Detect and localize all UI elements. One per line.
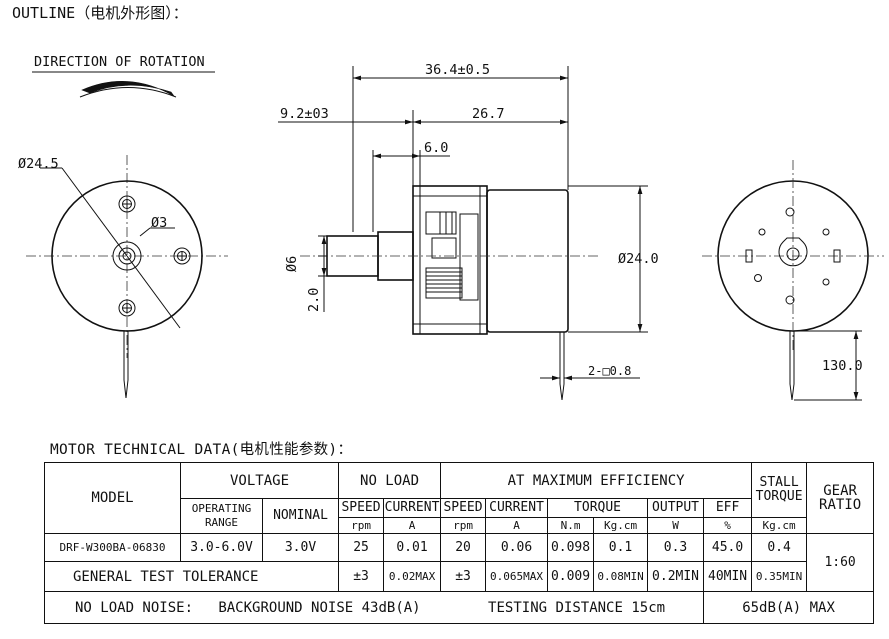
tol-me-speed: ±3: [440, 561, 487, 592]
header-nl-speed: SPEED: [338, 498, 385, 518]
tol-nl-current: 0.02MAX: [383, 561, 442, 592]
motor-spec-table: MODEL VOLTAGE NO LOAD AT MAXIMUM EFFICIE…: [43, 462, 875, 624]
noise-label: NO LOAD NOISE:: [75, 599, 194, 616]
tol-torque-kg: 0.08MIN: [593, 561, 649, 592]
outline-title: OUTLINE（电机外形图）：: [12, 4, 188, 22]
cell-gear-ratio: 1:60: [806, 533, 875, 592]
noise-max: 65dB(A) MAX: [703, 591, 875, 624]
body-diameter-label: Ø24.0: [618, 251, 659, 267]
cell-torque-nm: 0.098: [547, 533, 595, 562]
cell-torque-kg: 0.1: [593, 533, 649, 562]
terminal-size-label: 2-□0.8: [588, 364, 631, 378]
cell-stall: 0.4: [751, 533, 808, 562]
cell-nominal: 3.0V: [261, 533, 340, 562]
header-me-speed: SPEED: [440, 498, 487, 518]
tolerance-label: GENERAL TEST TOLERANCE: [43, 561, 340, 592]
noise-distance: TESTING DISTANCE 15cm: [488, 599, 666, 616]
unit-me-speed: rpm: [440, 517, 487, 534]
tol-eff: 40MIN: [703, 561, 753, 592]
unit-eff: %: [703, 517, 753, 534]
overall-length-label: 36.4±0.5: [425, 62, 490, 78]
shaft-diameter-label: Ø6: [284, 256, 300, 272]
tol-output: 0.2MIN: [647, 561, 705, 592]
tol-stall: 0.35MIN: [751, 561, 808, 592]
motor-outline-drawing: OUTLINE（电机外形图）： DIRECTION OF ROTATION: [12, 4, 884, 401]
front-view: [26, 155, 228, 399]
cell-nl-speed: 25: [338, 533, 385, 562]
screw-icon: [173, 247, 191, 265]
unit-nl-current: A: [383, 517, 442, 534]
header-eff: EFF: [703, 498, 753, 518]
unit-torque-kg: Kg.cm: [593, 517, 649, 534]
noise-row: NO LOAD NOISE: BACKGROUND NOISE 43dB(A) …: [43, 591, 705, 624]
cell-output: 0.3: [647, 533, 705, 562]
screw-icon: [118, 299, 136, 317]
rear-view: [702, 160, 884, 401]
gear-icon: [425, 211, 479, 301]
cell-nl-current: 0.01: [383, 533, 442, 562]
unit-output: W: [647, 517, 705, 534]
header-nl-current: CURRENT: [383, 498, 442, 518]
unit-stall: Kg.cm: [751, 517, 808, 534]
cell-eff: 45.0: [703, 533, 753, 562]
cell-model: DRF-W300BA-06830: [44, 533, 181, 562]
screw-icon: [118, 195, 136, 213]
rotation-arrow-icon: [81, 81, 175, 97]
header-no-load: NO LOAD: [338, 462, 442, 499]
side-view: [278, 66, 648, 401]
unit-me-current: A: [485, 517, 549, 534]
front-diameter-label: Ø24.5: [18, 156, 59, 172]
header-voltage: VOLTAGE: [179, 462, 340, 499]
tech-data-title: MOTOR TECHNICAL DATA(电机性能参数)：: [50, 442, 353, 458]
terminal-length-label: 130.0: [822, 358, 863, 374]
shaft-offset-label: 9.2±03: [280, 106, 329, 122]
unit-nl-speed: rpm: [338, 517, 385, 534]
cell-me-current: 0.06: [485, 533, 549, 562]
body-length-label: 26.7: [472, 106, 505, 122]
shaft-step-label: 2.0: [306, 288, 322, 312]
header-output: OUTPUT: [647, 498, 705, 518]
tol-nl-speed: ±3: [338, 561, 385, 592]
cell-me-speed: 20: [440, 533, 487, 562]
unit-torque-nm: N.m: [547, 517, 595, 534]
noise-background: BACKGROUND NOISE 43dB(A): [218, 599, 421, 616]
tol-torque-nm: 0.009: [547, 561, 595, 592]
header-max-efficiency: AT MAXIMUM EFFICIENCY: [440, 462, 753, 499]
header-nominal: NOMINAL: [261, 498, 340, 534]
header-model: MODEL: [44, 462, 181, 534]
rotation-label: DIRECTION OF ROTATION: [34, 54, 205, 70]
shaft-length-label: 6.0: [424, 140, 448, 156]
tol-me-current: 0.065MAX: [485, 561, 549, 592]
cell-operating-range: 3.0-6.0V: [180, 533, 263, 562]
front-shaft-diameter-label: Ø3: [151, 215, 167, 231]
header-torque: TORQUE: [547, 498, 649, 518]
header-me-current: CURRENT: [485, 498, 549, 518]
